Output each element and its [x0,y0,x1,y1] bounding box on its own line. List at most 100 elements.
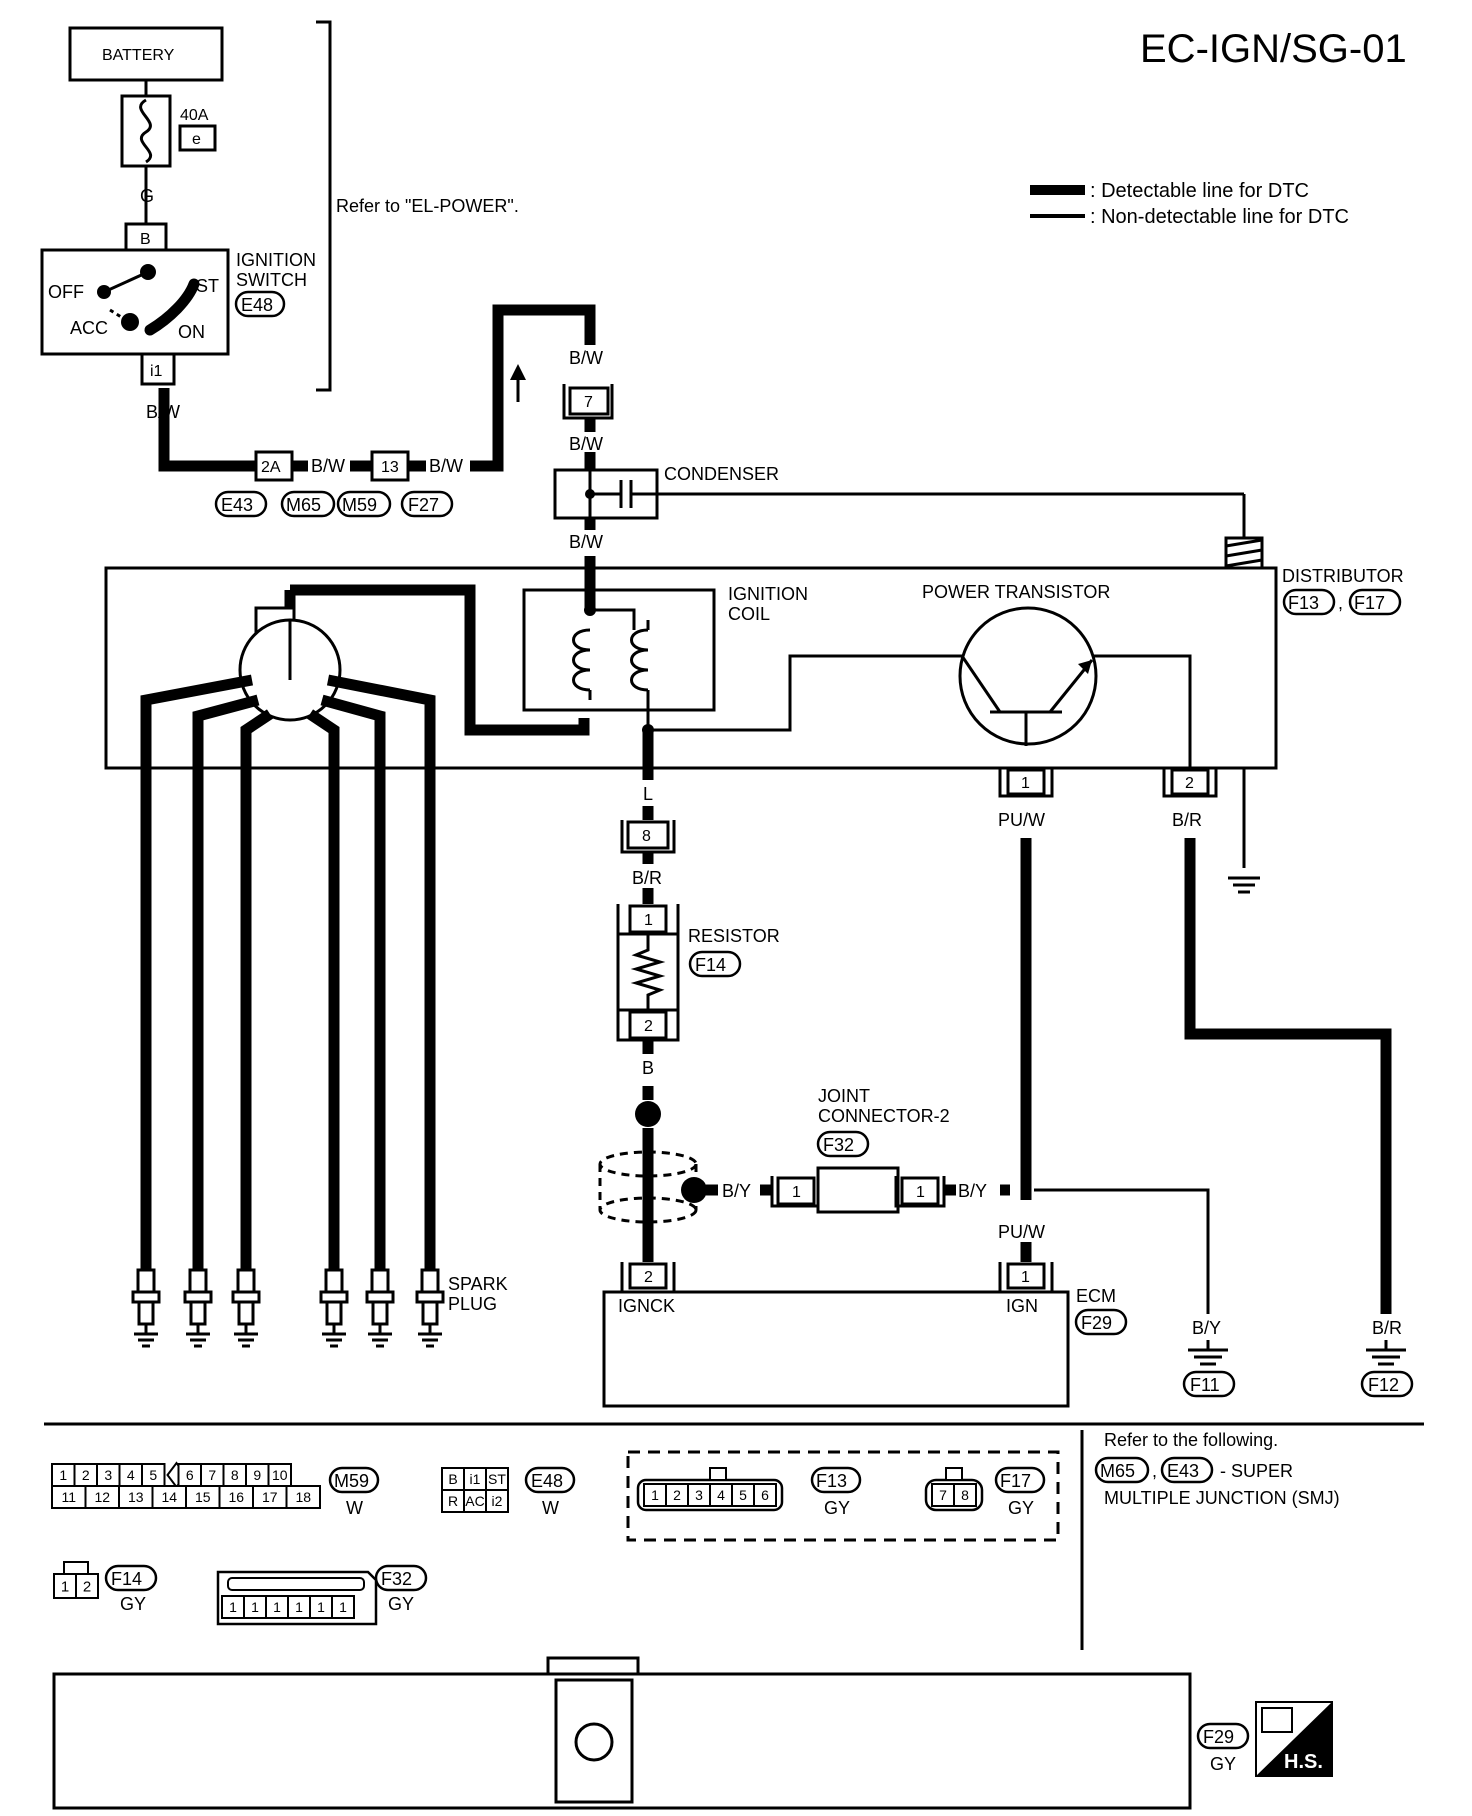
f17-face-color: GY [1008,1498,1034,1518]
ignition-coil-box [522,588,716,712]
spark-plug-label-2: PLUG [448,1294,497,1314]
refer-super-text: - SUPER [1220,1461,1293,1481]
f14-face-id: F14 [111,1569,142,1589]
f13-pin: 4 [717,1487,725,1503]
fuse-icon [139,98,153,164]
wire-label-bw-2: B/W [311,456,345,476]
ign-pin-i1: i1 [150,363,163,380]
m59-pin-cell [285,1485,321,1509]
refer-following-text: Refer to the following. [1104,1430,1278,1450]
f32-pin-cell [331,1595,355,1619]
ecm-pin-ign: IGN [1006,1296,1038,1316]
legend-non-detectable-text: : Non-detectable line for DTC [1090,206,1349,228]
resistor-pin-1: 1 [644,912,653,929]
f32-slot [227,1577,365,1591]
ecm-pin-ignck: IGNCK [618,1296,675,1316]
m59-pin: 3 [104,1467,112,1483]
wire-label-by-3: B/Y [1192,1318,1221,1338]
ign-pos-on: ON [178,322,205,342]
f14-lock-icon [63,1561,89,1575]
pin-13: 13 [381,459,399,476]
ignition-coil-label-1: IGNITION [728,584,808,604]
f29-face-id: F29 [1203,1727,1234,1747]
f17-face-id: F17 [1000,1471,1031,1491]
wire-label-bw-4: B/W [569,348,603,368]
m59-pin: 8 [231,1467,239,1483]
wire-label-bw-6: B/W [569,532,603,552]
f29-face-color: GY [1210,1754,1236,1774]
wire-label-bw-1: B/W [146,402,180,422]
m59-pin: 9 [253,1467,261,1483]
inline-conn-f27: F27 [408,495,439,515]
joint-pin-left: 1 [792,1184,801,1201]
refer-smj-text: MULTIPLE JUNCTION (SMJ) [1104,1488,1340,1508]
ecm-conn: F29 [1081,1313,1112,1333]
m59-pin: 17 [262,1489,278,1505]
pin-2a: 2A [261,459,281,476]
f32-pin: 1 [251,1599,259,1615]
joint-conn: F32 [823,1135,854,1155]
e48-pin: B [448,1471,457,1487]
f14-pin-cell [75,1573,99,1599]
e48-pin: ST [488,1471,506,1487]
spark-plug-icon [131,1268,161,1348]
ground-f12: F12 [1368,1375,1399,1395]
f32-face-id: F32 [381,1569,412,1589]
e48-face-id: E48 [531,1471,563,1491]
f32-pin: 1 [229,1599,237,1615]
wire-label-l: L [643,784,653,804]
spark-plug-icon [231,1268,261,1348]
f13-pin: 6 [761,1487,769,1503]
e48-face-color: W [542,1498,559,1518]
pt-pin-1: 1 [1021,775,1030,792]
ignition-coil-label-2: COIL [728,604,770,624]
f17-lock-icon [945,1467,963,1481]
refer-power-text: Refer to "EL-POWER". [336,196,519,216]
refer-conn-e43: E43 [1167,1461,1199,1481]
f13-f17-group [626,1450,1060,1542]
f13-face-id: F13 [816,1471,847,1491]
e48-pin-cell [485,1489,509,1513]
f14-face-color: GY [120,1594,146,1614]
power-transistor [958,606,1098,746]
wire-label-br-3: B/R [1372,1318,1402,1338]
wire-label-by-2: B/Y [958,1181,987,1201]
spark-plug-icon [365,1268,395,1348]
joint-label-1: JOINT [818,1086,870,1106]
wire-label-g: G [140,186,154,206]
fuse-amp-label: 40A [180,107,209,124]
f29-lock-circle [574,1722,614,1762]
wire-label-puw-2: PU/W [998,1222,1045,1242]
wire-label-b: B [642,1058,654,1078]
wire-label-br-1: B/R [632,868,662,888]
ign-pos-st: ST [196,276,219,296]
f17-pin: 8 [961,1487,969,1503]
f14-pin: 2 [83,1578,91,1595]
f32-pin: 1 [339,1599,347,1615]
inline-conn-m65: M65 [286,495,321,515]
resistor-conn: F14 [695,955,726,975]
dist-conn-f17: F17 [1354,593,1385,613]
e48-pin: i1 [470,1471,481,1487]
e48-pin: R [448,1493,458,1509]
e48-pin: i2 [492,1493,503,1509]
ign-switch-conn: E48 [241,295,273,315]
f13-pin: 2 [673,1487,681,1503]
battery-box [68,26,224,82]
ign-pin-b: B [140,231,151,248]
spark-plug-icon [183,1268,213,1348]
dist-conn-f13: F13 [1288,593,1319,613]
pt-pin-2: 2 [1185,775,1194,792]
f13-pin: 3 [695,1487,703,1503]
spark-plug-icon [415,1268,445,1348]
wire-bw-main [158,388,258,472]
joint-connector-box [816,1166,900,1214]
power-transistor-label: POWER TRANSISTOR [922,582,1110,602]
f32-pin: 1 [317,1599,325,1615]
f13-pin: 1 [651,1487,659,1503]
wire-label-bw-3: B/W [429,456,463,476]
f14-pin: 1 [61,1578,69,1595]
resistor-pin-2: 2 [644,1018,653,1035]
f13-lock-icon [709,1467,727,1481]
